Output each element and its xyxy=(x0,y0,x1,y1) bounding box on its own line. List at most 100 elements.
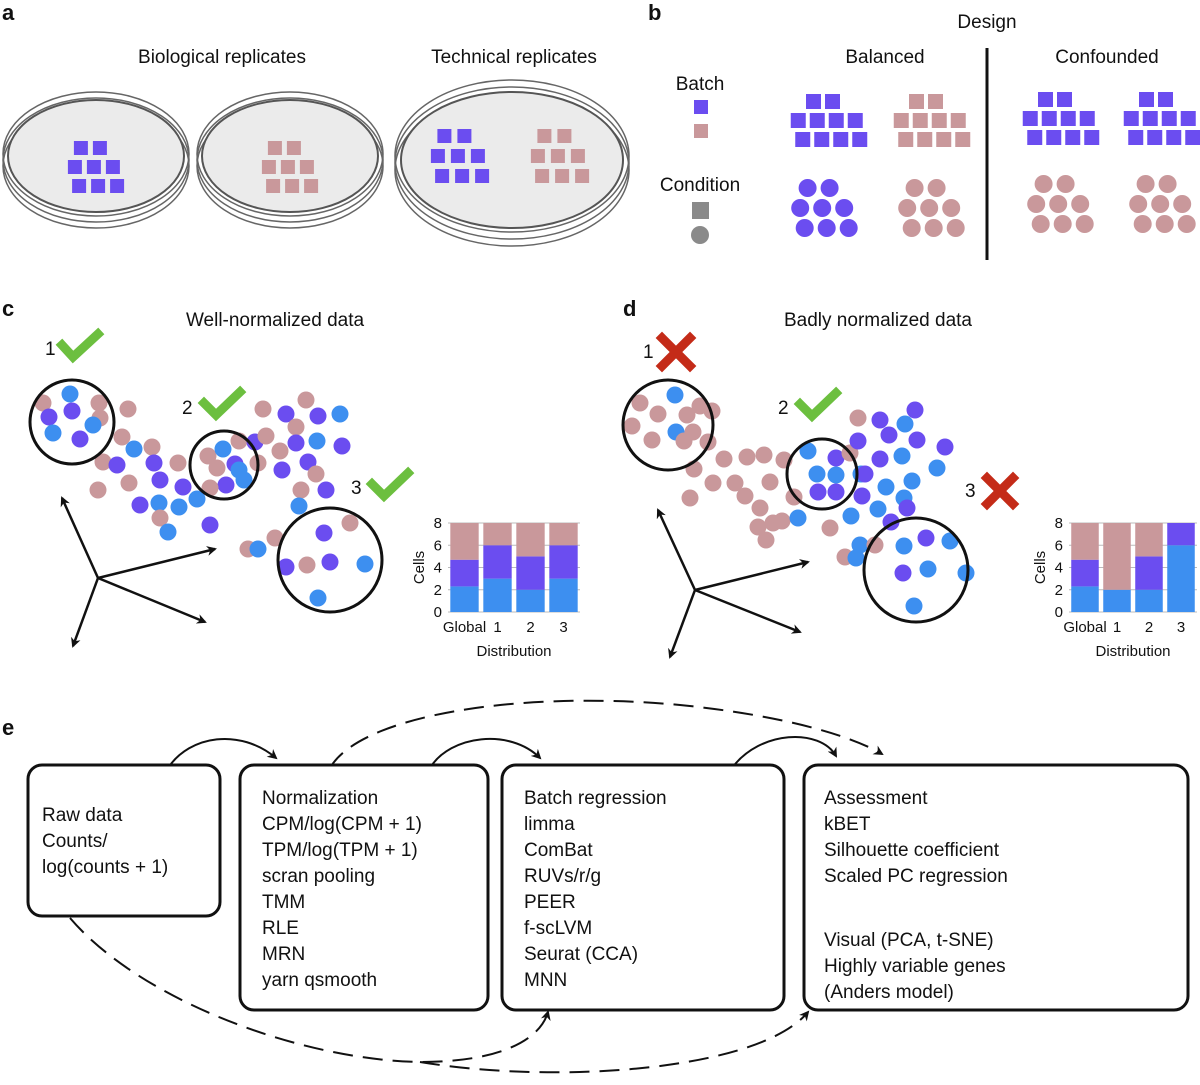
condition-circle xyxy=(1129,195,1148,213)
bar-segment xyxy=(450,586,479,612)
cell-dot xyxy=(821,519,839,537)
panel-label-e: e xyxy=(2,715,14,740)
condition-circle xyxy=(924,219,943,237)
neighborhood-c-3-label: 3 xyxy=(351,478,362,499)
panel-label-b: b xyxy=(648,0,661,25)
panel-a: a Biological replicates Technical replic… xyxy=(2,0,630,247)
cell-dot xyxy=(903,472,921,490)
cell-dot xyxy=(738,448,756,466)
bar-segment xyxy=(549,523,578,546)
y-tick-label: 8 xyxy=(1055,515,1063,532)
x-axis-label: Distribution xyxy=(1095,643,1170,660)
legend-condition-label: Condition xyxy=(660,175,740,196)
batch-square xyxy=(1084,130,1100,145)
x-tick-label: 3 xyxy=(1177,619,1185,636)
bar-segment xyxy=(516,556,545,590)
legend-batch-label: Batch xyxy=(676,74,725,95)
cell-dot xyxy=(919,560,937,578)
batch-square xyxy=(893,113,909,128)
condition-circle xyxy=(898,199,917,217)
cell-dot xyxy=(715,450,733,468)
cell-dot xyxy=(851,536,869,554)
condition-circle xyxy=(1133,215,1152,233)
cell-dot xyxy=(287,418,305,436)
y-axis-label: Cells xyxy=(1032,551,1049,584)
batch-square xyxy=(809,113,825,128)
condition-circle xyxy=(813,199,832,217)
batch-square xyxy=(450,149,465,163)
batch-square xyxy=(435,169,450,183)
cell-dot xyxy=(736,487,754,505)
batch-square xyxy=(950,113,966,128)
cell-dot xyxy=(773,512,791,530)
petri-dish-large xyxy=(394,79,630,247)
batch-square xyxy=(304,179,319,193)
batch-square xyxy=(92,141,107,155)
condition-circle xyxy=(791,199,810,217)
bar-segment xyxy=(483,523,512,546)
cell-dot xyxy=(908,431,926,449)
condition-circle xyxy=(798,179,817,197)
dish-3-purple-squares xyxy=(430,129,490,183)
cell-dot xyxy=(298,556,316,574)
cell-dot xyxy=(877,478,895,496)
batch-square xyxy=(1027,130,1043,145)
batch-square xyxy=(955,132,971,147)
box-assess-line-6: Visual (PCA, t-SNE) xyxy=(824,930,994,951)
bar-segment xyxy=(450,523,479,560)
x-tick-label: 1 xyxy=(493,619,501,636)
x-tick-label: 2 xyxy=(1145,619,1153,636)
batch-square xyxy=(430,149,445,163)
neighborhood-d-1: 1 xyxy=(621,331,715,472)
balanced-title: Balanced xyxy=(845,47,924,68)
batch-square xyxy=(814,132,830,147)
x-axis-label: Distribution xyxy=(476,643,551,660)
x-tick-label: 1 xyxy=(1113,619,1121,636)
condition-circle xyxy=(1049,195,1068,213)
technical-replicates-title: Technical replicates xyxy=(431,47,597,68)
batch-square xyxy=(530,149,545,163)
batch-square xyxy=(286,141,301,155)
cell-dot xyxy=(199,447,217,465)
cell-dot xyxy=(108,456,126,474)
cell-dot xyxy=(871,450,889,468)
panel-label-a: a xyxy=(2,0,15,25)
bar-segment xyxy=(1135,589,1163,612)
cell-dot xyxy=(880,426,898,444)
box-batch-line-8: MNN xyxy=(524,970,567,991)
cell-dot xyxy=(928,459,946,477)
cell-dot xyxy=(71,430,89,448)
cell-dot xyxy=(894,564,912,582)
box-raw-data: Raw data Counts/ log(counts + 1) xyxy=(26,763,222,918)
panel-label-d: d xyxy=(623,296,636,321)
bar-segment xyxy=(516,523,545,557)
cell-dot xyxy=(906,401,924,419)
cell-dot xyxy=(853,487,871,505)
batch-square xyxy=(847,113,863,128)
cell-dot xyxy=(145,454,163,472)
condition-circle xyxy=(1177,215,1196,233)
neighborhood-d-2-label: 2 xyxy=(778,398,789,419)
cell-dot xyxy=(643,431,661,449)
cell-dot xyxy=(331,405,349,423)
box-batch-line-3: ComBat xyxy=(524,840,593,861)
cell-dot xyxy=(726,474,744,492)
cell-dot xyxy=(201,516,219,534)
bar-segment xyxy=(483,578,512,612)
cell-dot xyxy=(131,496,149,514)
batch-square xyxy=(1022,111,1038,126)
batch-square xyxy=(852,132,868,147)
batch-square xyxy=(1166,130,1182,145)
box-assess-line-2: kBET xyxy=(824,814,871,835)
panel-e: e Raw data Counts/ log(counts + 1) Norma… xyxy=(2,699,1190,1074)
cell-dot xyxy=(63,402,81,420)
box-norm-line-1: Normalization xyxy=(262,788,378,809)
batch-square xyxy=(1079,111,1095,126)
cell-dot xyxy=(871,411,889,429)
box-norm-line-3: TPM/log(TPM + 1) xyxy=(262,840,418,861)
cell-dot xyxy=(113,428,131,446)
cell-dot xyxy=(217,476,235,494)
confounded-pink-circles-2 xyxy=(1129,175,1196,233)
